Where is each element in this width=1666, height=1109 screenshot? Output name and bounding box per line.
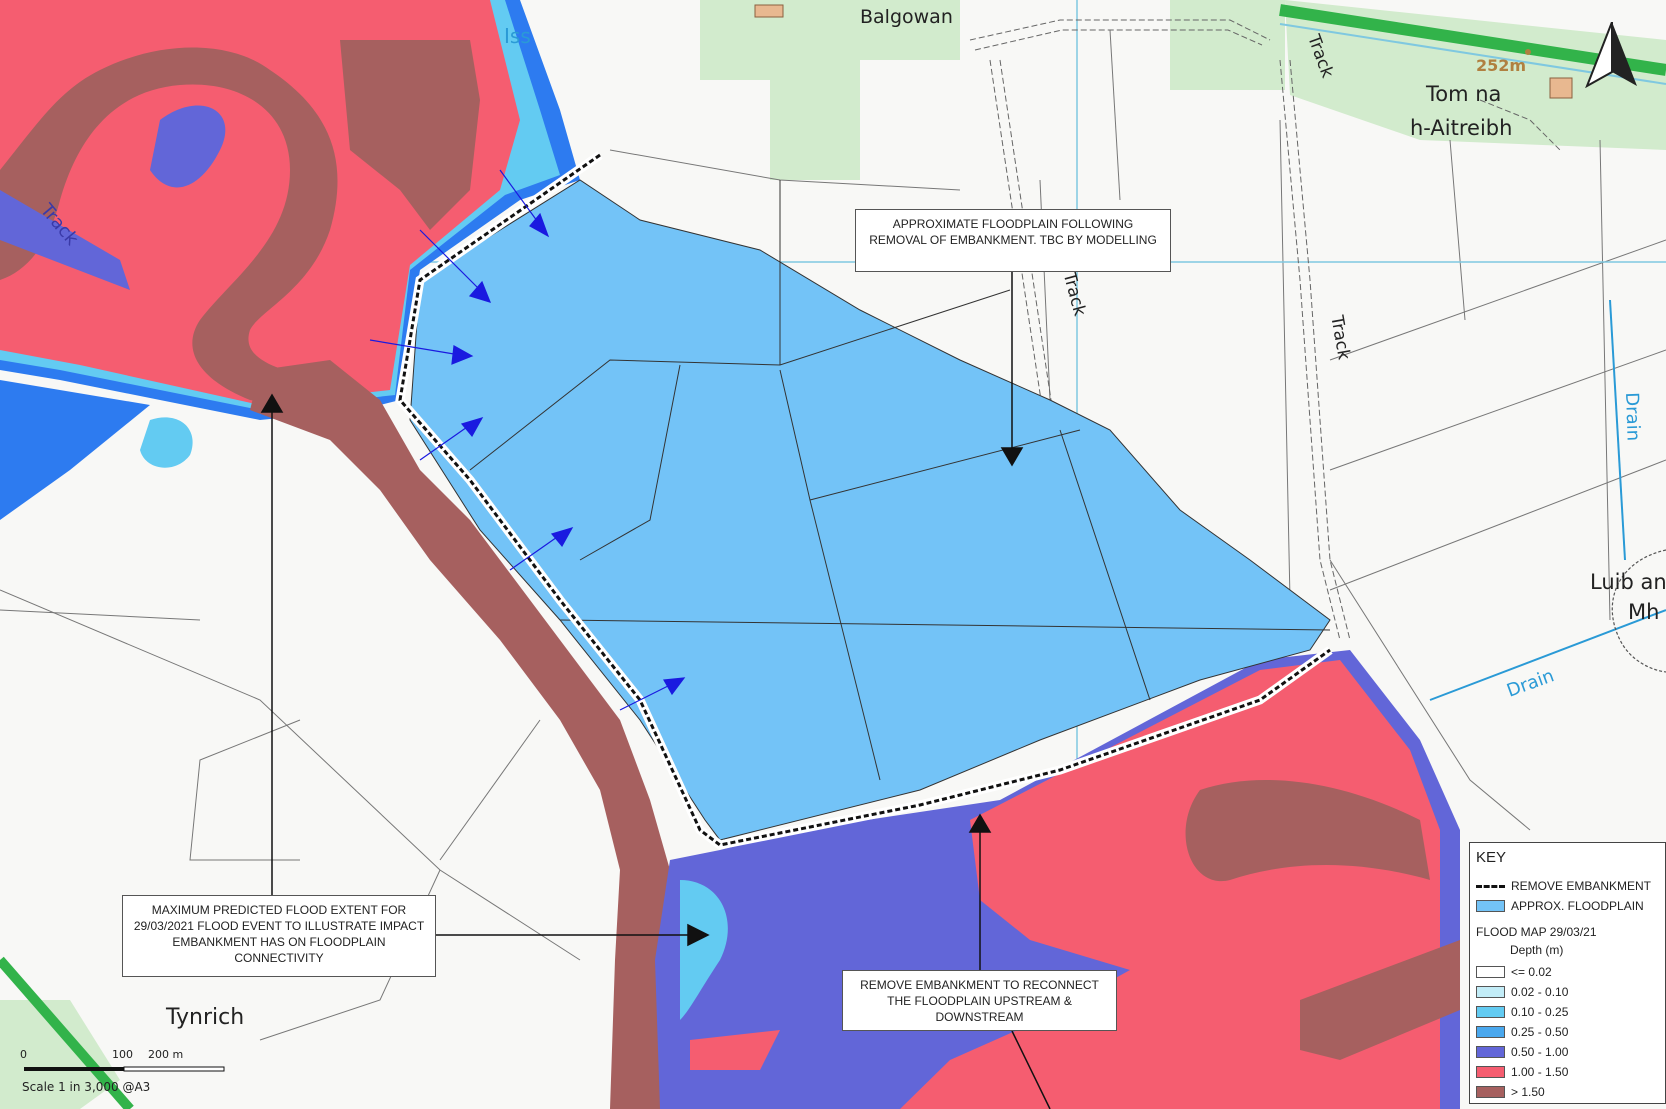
depth-label: 0.50 - 1.00 — [1511, 1045, 1569, 1059]
dashed-line-swatch — [1476, 884, 1505, 888]
key-depth-row: 0.10 - 0.25 — [1476, 1005, 1568, 1019]
floodplain-swatch — [1476, 900, 1505, 912]
scale-tick-100: 100 — [112, 1048, 133, 1061]
flood-red-south — [900, 660, 1440, 1109]
approx-floodplain — [409, 179, 1331, 841]
depth-swatch — [1476, 1006, 1505, 1018]
depth-swatch — [1476, 1046, 1505, 1058]
callout-remove-embankment: REMOVE EMBANKMENT TO RECONNECT THE FLOOD… — [842, 970, 1117, 1031]
scale-tick-200: 200 m — [148, 1048, 184, 1061]
flood-brown-south — [1185, 780, 1430, 882]
key-label-remove-embankment: REMOVE EMBANKMENT — [1511, 879, 1652, 893]
flood-purple-nw — [150, 105, 226, 188]
embankment-line — [395, 151, 1333, 850]
north-arrow-icon — [1585, 22, 1637, 88]
depth-label: <= 0.02 — [1511, 965, 1552, 979]
drains — [1429, 299, 1666, 701]
place-label-mh: Mh — [1628, 600, 1660, 624]
depth-swatch — [1476, 1086, 1505, 1098]
key-row-flood-map: FLOOD MAP 29/03/21 — [1476, 925, 1597, 939]
key-row-depth: Depth (m) — [1510, 943, 1563, 957]
key-label-depth: Depth (m) — [1510, 943, 1564, 957]
depth-label: 1.00 - 1.50 — [1511, 1065, 1569, 1079]
flood-brown-nw — [0, 47, 380, 420]
flood-purple-track — [0, 190, 130, 290]
depth-swatch — [1476, 986, 1505, 998]
flow-arrows — [369, 169, 686, 711]
contour-circle — [1611, 549, 1666, 673]
place-label-tom-na: Tom na — [1426, 82, 1502, 106]
key-label-flood-map: FLOOD MAP 29/03/21 — [1476, 925, 1597, 939]
key-title: KEY — [1476, 849, 1507, 866]
label-drain-vertical: Drain — [1621, 392, 1644, 442]
depth-label: > 1.50 — [1511, 1085, 1545, 1099]
flood-lightblue-south — [680, 880, 728, 1020]
key-depth-row: 0.25 - 0.50 — [1476, 1025, 1568, 1039]
label-iss: Iss — [504, 24, 531, 48]
spot-height-marker — [1525, 49, 1531, 55]
place-label-luib: Luib an — [1590, 570, 1666, 594]
depth-label: 0.10 - 0.25 — [1511, 1005, 1569, 1019]
scale-text: Scale 1 in 3,000 @A3 — [22, 1080, 151, 1094]
callout-max-flood-extent: MAXIMUM PREDICTED FLOOD EXTENT FOR 29/03… — [122, 895, 436, 977]
key-depth-row: 0.02 - 0.10 — [1476, 985, 1568, 999]
key-depth-row: > 1.50 — [1476, 1085, 1545, 1099]
buildings — [754, 4, 1573, 99]
callout-approx-floodplain: APPROXIMATE FLOODPLAIN FOLLOWING REMOVAL… — [855, 209, 1171, 272]
river-fringe-left — [0, 380, 150, 520]
scale-bar — [24, 1066, 225, 1072]
river-fringe-pond — [140, 417, 193, 468]
flood-brown-ne-patch — [340, 40, 480, 230]
depth-label: 0.25 - 0.50 — [1511, 1025, 1569, 1039]
height-label: 252m — [1476, 56, 1527, 75]
annotation-arrows — [260, 272, 1051, 1109]
place-label-balgowan: Balgowan — [860, 6, 953, 28]
key-depth-row: <= 0.02 — [1476, 965, 1552, 979]
scale-tick-0: 0 — [20, 1048, 27, 1061]
river-channel — [250, 360, 670, 1109]
key-depth-row: 1.00 - 1.50 — [1476, 1065, 1568, 1079]
key-row-approx-floodplain: APPROX. FLOODPLAIN — [1476, 899, 1644, 913]
flood-brown-south2 — [1300, 940, 1460, 1060]
floodplain-field-lines — [469, 180, 1331, 781]
map-key: KEY REMOVE EMBANKMENT APPROX. FLOODPLAIN… — [1469, 842, 1666, 1104]
key-row-remove-embankment: REMOVE EMBANKMENT — [1476, 879, 1651, 893]
depth-swatch — [1476, 966, 1505, 978]
depth-swatch — [1476, 1026, 1505, 1038]
depth-swatch — [1476, 1066, 1505, 1078]
place-label-tynrich: Tynrich — [166, 1005, 245, 1030]
key-depth-row: 0.50 - 1.00 — [1476, 1045, 1568, 1059]
flood-red-patch-sw — [690, 1030, 780, 1070]
key-label-approx-floodplain: APPROX. FLOODPLAIN — [1511, 899, 1644, 913]
place-label-h-aitreibh: h-Aitreibh — [1410, 116, 1513, 140]
depth-label: 0.02 - 0.10 — [1511, 985, 1569, 999]
